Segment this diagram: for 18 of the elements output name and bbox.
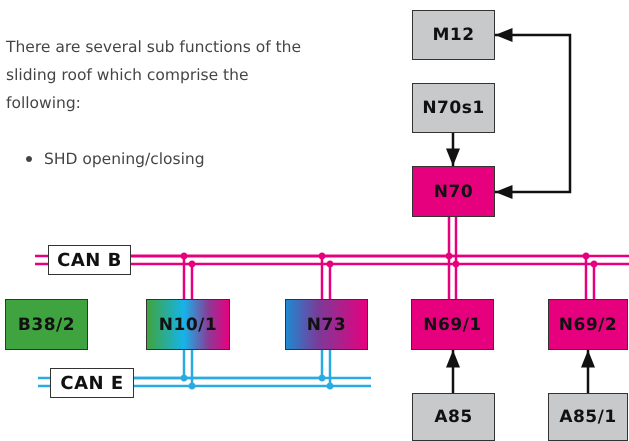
module-box: N73: [285, 299, 368, 350]
module-box: B38/2: [5, 299, 88, 350]
module-box: A85: [412, 393, 495, 441]
bus-label: CAN E: [50, 368, 134, 398]
module-box: N70s1: [412, 83, 495, 133]
arrow: [446, 133, 460, 166]
module-box: N70: [412, 166, 495, 217]
module-box: M12: [412, 10, 495, 60]
arrow: [446, 350, 460, 393]
description-text: There are several sub functions of the sliding roof which comprise the following:: [6, 37, 302, 114]
module-box: A85/1: [548, 393, 628, 441]
module-box: N69/1: [411, 299, 494, 350]
bullet-item: SHD opening/closing: [44, 149, 205, 170]
arrow: [495, 28, 572, 199]
arrow: [581, 350, 595, 393]
module-box: N69/2: [548, 299, 628, 350]
bus-connection: [134, 350, 324, 380]
bus-label: CAN B: [48, 245, 131, 275]
